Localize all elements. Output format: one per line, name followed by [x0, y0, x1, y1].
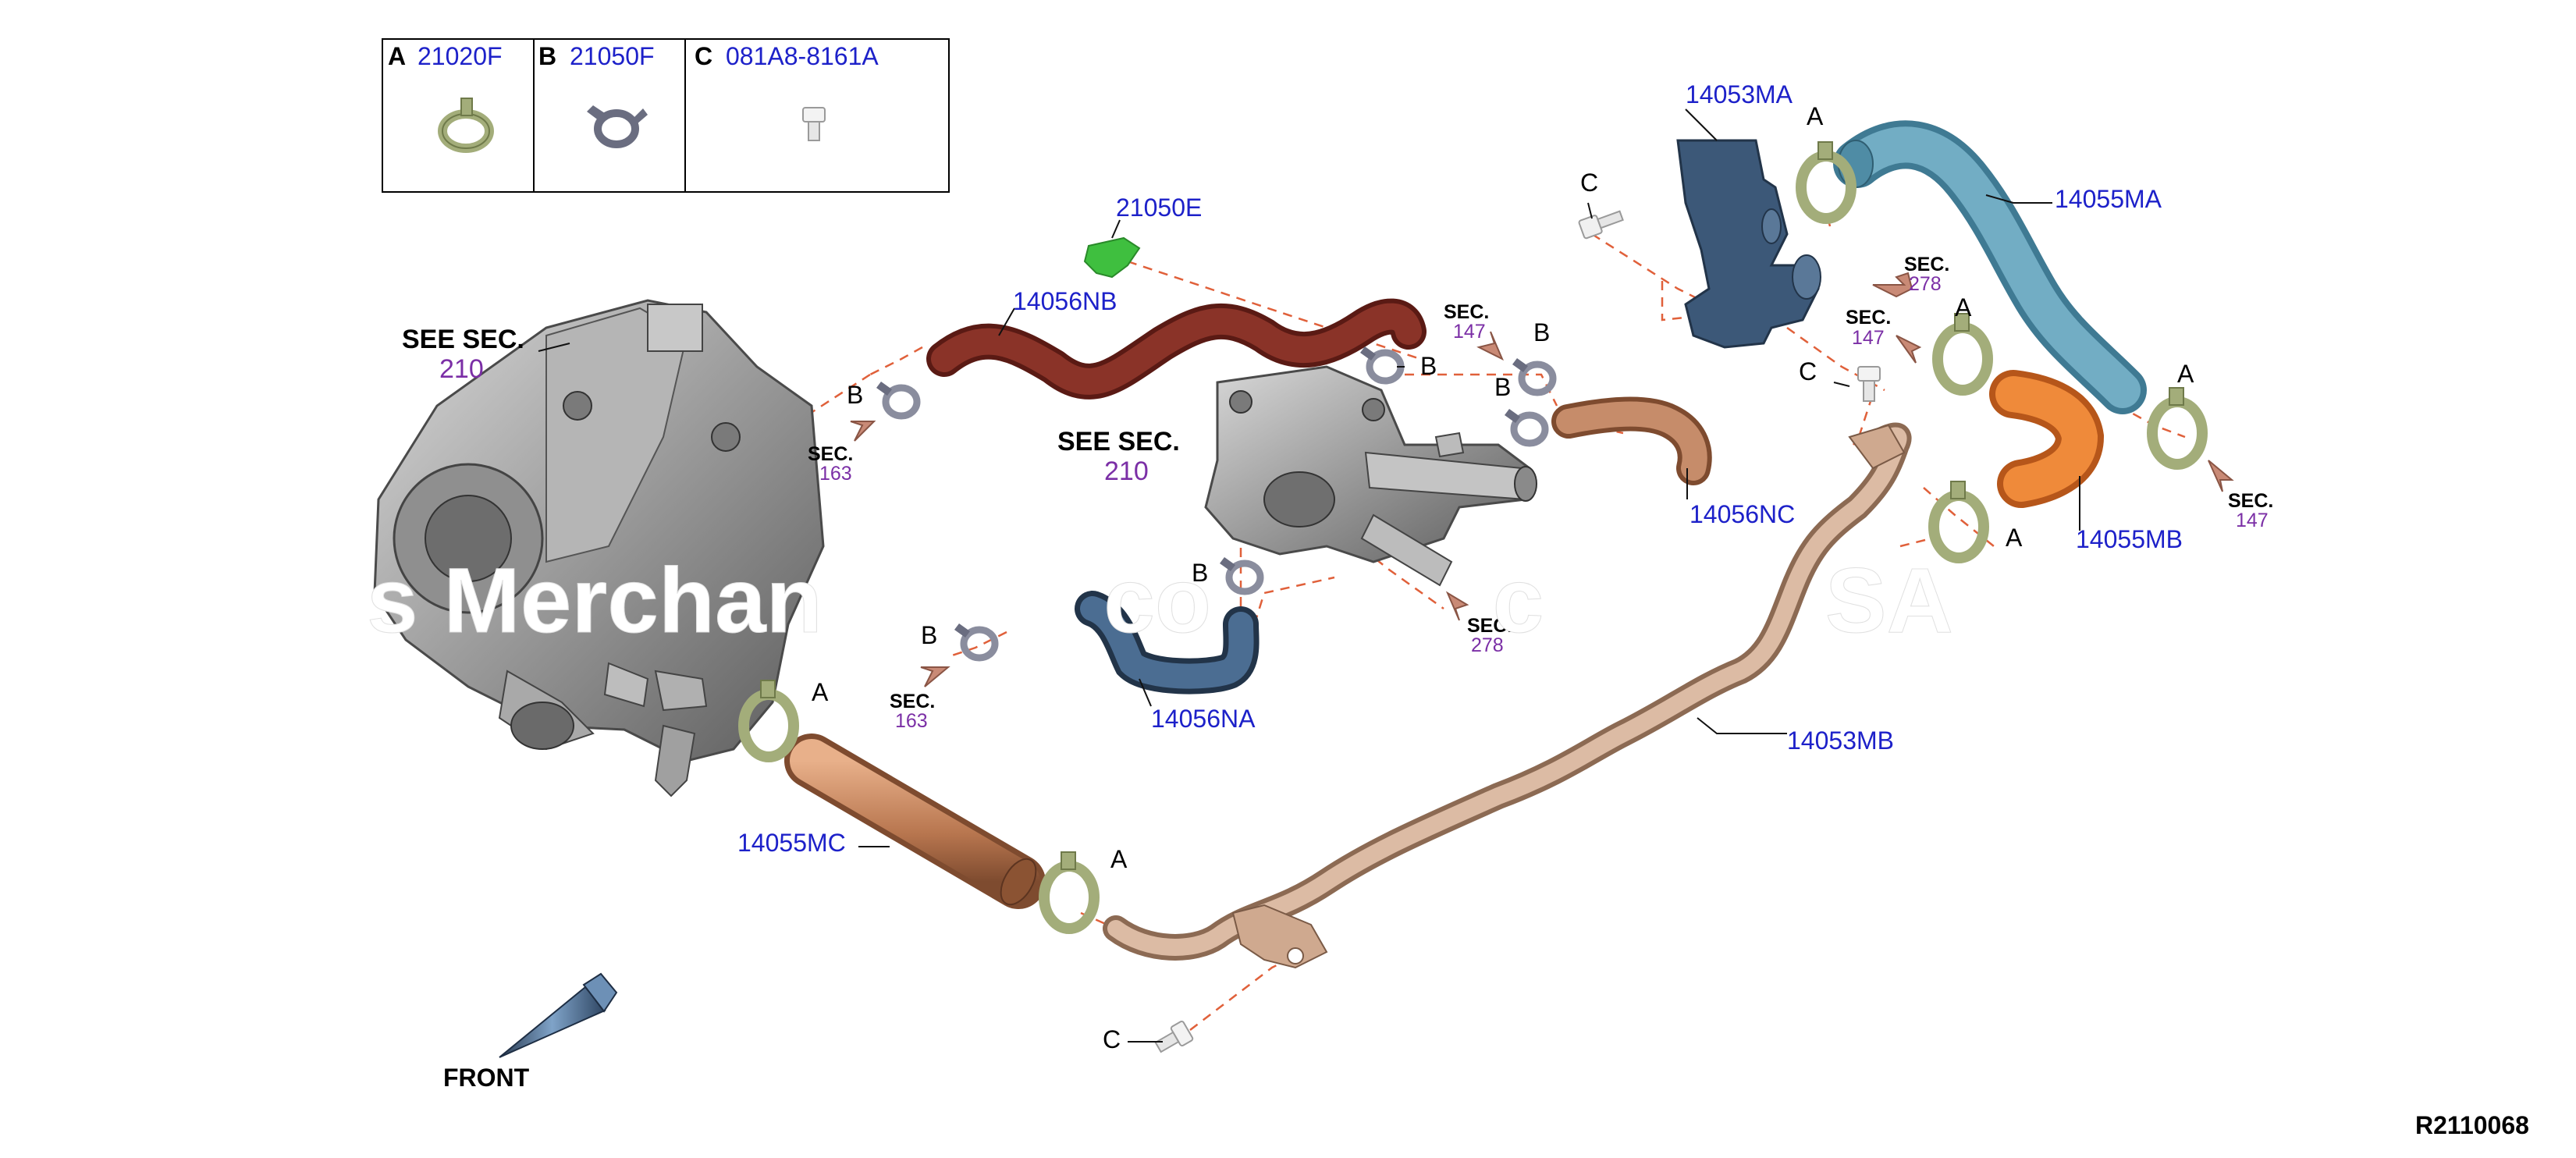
- sec-ref-163-top: SEC. 163: [808, 443, 853, 485]
- see-sec-center: SEE SEC. 210: [1057, 427, 1180, 486]
- legend-item-c: C 081A8-8161A: [695, 42, 879, 141]
- legend-item-b: B 21050F: [538, 42, 655, 148]
- callout-b: B: [847, 381, 863, 409]
- see-sec-label: SEE SEC.: [1057, 427, 1180, 456]
- sec-ref-278-center: SEC. 278: [1467, 615, 1512, 656]
- clamp-a-icon: [438, 98, 494, 153]
- water-pump-housing: [373, 299, 825, 797]
- clamp-b-icon: [1220, 557, 1264, 595]
- hose-14056na: [1075, 591, 1260, 694]
- sec-label: SEC.: [1904, 254, 1949, 275]
- sec-number: 163: [819, 463, 852, 485]
- sec-number: 278: [1471, 634, 1504, 656]
- clamp-a-icon: [1796, 141, 1856, 224]
- sec-label: SEC.: [2228, 490, 2273, 512]
- legend-letter: A: [388, 42, 406, 70]
- legend-part-number: 21020F: [417, 42, 503, 70]
- front-arrow-icon: [499, 972, 618, 1058]
- legend-item-a: A 21020F: [388, 42, 503, 153]
- sec-number: 163: [895, 710, 928, 732]
- clamp-b-icon: [1505, 409, 1549, 447]
- see-sec-number: 210: [1104, 456, 1149, 486]
- see-sec-label: SEE SEC.: [402, 325, 524, 354]
- part-label-14056na: 14056NA: [1151, 705, 1256, 733]
- part-label-14055ma: 14055MA: [2055, 185, 2162, 213]
- gasket-21050e: [1083, 236, 1141, 279]
- see-sec-left: SEE SEC. 210: [402, 325, 524, 384]
- legend-letter: C: [695, 42, 712, 70]
- callout-b: B: [1192, 559, 1208, 587]
- bolt-c-icon: [802, 107, 826, 141]
- legend-part-number: 21050F: [570, 42, 655, 70]
- part-label-14055mc: 14055MC: [737, 829, 846, 857]
- water-outlet-14053ma: [1676, 139, 1821, 349]
- sec-label: SEC.: [1467, 615, 1512, 637]
- direction-arrow-icon: [850, 272, 2234, 687]
- part-label-14053mb: 14053MB: [1787, 726, 1894, 755]
- clamp-b-icon: [876, 382, 921, 420]
- figure-code: R2110068: [2415, 1111, 2529, 1139]
- hose-14055mb: [1989, 370, 2105, 508]
- sec-ref-147-center: SEC. 147: [1444, 301, 1489, 343]
- clamp-a-icon: [2147, 387, 2208, 470]
- pipe-14053mb: [1103, 422, 1912, 969]
- callout-letters: A A A A A A B B B B B B C C C: [812, 102, 2194, 1053]
- see-sec-number: 210: [439, 354, 484, 384]
- clamp-b-icon: [1512, 358, 1557, 396]
- part-label-21050e: 21050E: [1116, 194, 1202, 222]
- bolt-c-icon: [1578, 210, 1624, 240]
- sec-ref-147-far-right: SEC. 147: [2228, 490, 2273, 531]
- hose-14055ma: [1833, 120, 2147, 414]
- callout-c: C: [1103, 1025, 1121, 1053]
- sec-number: 147: [1852, 327, 1885, 349]
- sec-number: 147: [2236, 510, 2269, 531]
- callout-c: C: [1799, 357, 1817, 385]
- hose-14056nb: [926, 298, 1427, 400]
- front-label: FRONT: [443, 1064, 530, 1092]
- callout-b: B: [1494, 373, 1511, 401]
- clamp-a-icon: [738, 680, 799, 762]
- bolt-c-icon: [1857, 366, 1881, 402]
- part-label-14056nc: 14056NC: [1690, 500, 1795, 528]
- callout-a: A: [2177, 360, 2194, 388]
- sec-label: SEC.: [1846, 307, 1891, 329]
- bolt-c-icon: [1154, 1020, 1194, 1053]
- sec-number: 278: [1909, 273, 1942, 295]
- sec-ref-147-right: SEC. 147: [1846, 307, 1891, 349]
- sec-ref-163-bottom: SEC. 163: [890, 691, 935, 732]
- part-label-14053ma: 14053MA: [1686, 80, 1793, 108]
- callout-c: C: [1580, 169, 1598, 197]
- clamp-a-icon: [1039, 851, 1100, 934]
- clamp-a-icon: [1928, 481, 1989, 563]
- sec-number: 147: [1453, 321, 1486, 343]
- callout-a: A: [1110, 845, 1128, 873]
- callout-b: B: [921, 621, 937, 649]
- clamp-a-icon: [1932, 313, 1993, 396]
- part-label-14056nb: 14056NB: [1013, 287, 1117, 315]
- callout-a: A: [812, 678, 829, 706]
- hose-14055mc: [784, 734, 1046, 909]
- leader-lines: [538, 108, 2080, 1043]
- legend-letter: B: [538, 42, 556, 70]
- callout-a: A: [1807, 102, 1824, 130]
- sec-label: SEC.: [808, 443, 853, 465]
- legend-part-number: 081A8-8161A: [726, 42, 879, 70]
- callout-b: B: [1420, 352, 1437, 380]
- callout-b: B: [1533, 318, 1550, 346]
- part-label-14055mb: 14055MB: [2076, 525, 2183, 553]
- callout-a: A: [1955, 293, 1972, 321]
- sec-ref-278-right: SEC. 278: [1904, 254, 1949, 295]
- sec-label: SEC.: [1444, 301, 1489, 323]
- clamp-b-icon: [1360, 346, 1405, 385]
- hose-14056nc: [1551, 396, 1712, 485]
- clamp-b-icon: [954, 623, 999, 662]
- sec-label: SEC.: [890, 691, 935, 712]
- watermark-text: s Merchan co c SA: [367, 549, 1953, 652]
- thermostat-housing: [1204, 365, 1537, 587]
- legend-table: A 21020F B 21050F C 081A8-8161A: [382, 38, 950, 193]
- callout-a: A: [2006, 524, 2023, 552]
- clamp-b-icon: [587, 105, 648, 148]
